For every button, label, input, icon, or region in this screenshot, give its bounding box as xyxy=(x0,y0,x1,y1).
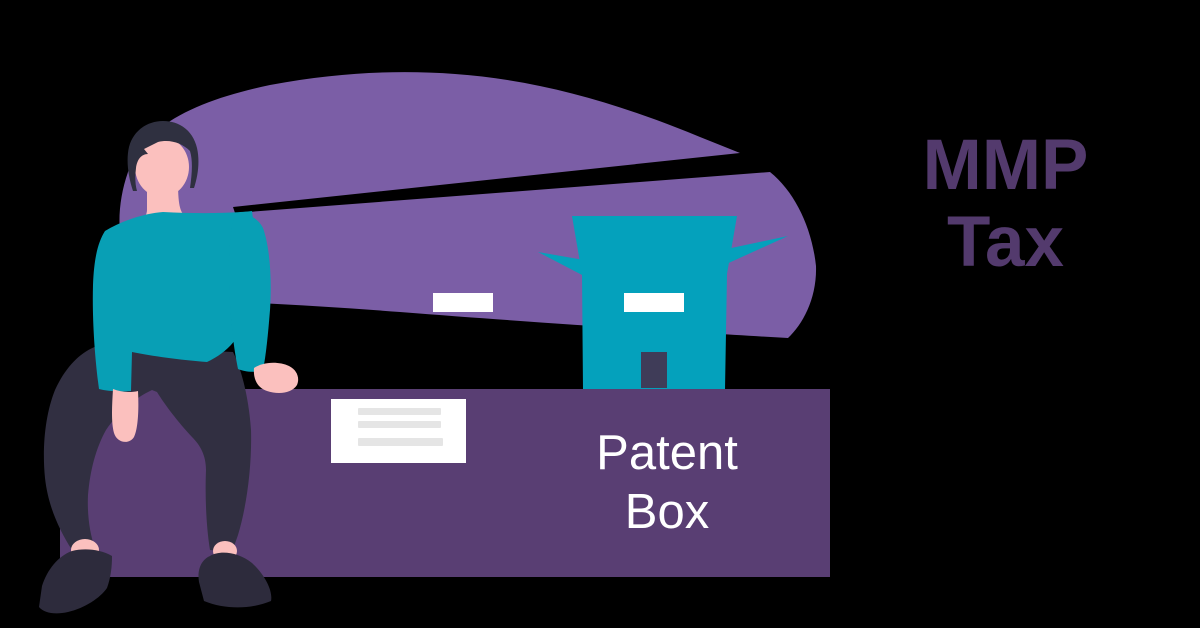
person-legs xyxy=(43,346,252,552)
building-door xyxy=(641,352,667,388)
blob-window xyxy=(433,293,493,312)
person-torso xyxy=(92,211,255,392)
person-hair xyxy=(127,121,199,191)
patent-box-label-line1: Patent xyxy=(596,426,738,480)
shipping-label-line-3 xyxy=(358,438,443,446)
patent-box-label: Patent Box xyxy=(557,424,777,542)
brand-wordmark-line1: MMP xyxy=(922,126,1089,205)
shipping-label-line-1 xyxy=(358,408,441,415)
person-left-hand xyxy=(112,389,139,442)
person-right-sleeve xyxy=(228,213,271,372)
person-face xyxy=(135,137,189,197)
building-window xyxy=(624,293,684,312)
shipping-label-line-2 xyxy=(358,421,441,428)
right-branch xyxy=(722,236,788,266)
person xyxy=(39,121,299,614)
person-right-hand xyxy=(253,362,299,393)
brand-wordmark-line2: Tax xyxy=(946,203,1065,282)
left-branch xyxy=(538,252,584,276)
patent-box-label-line2: Box xyxy=(624,485,710,539)
brand-wordmark: MMP Tax xyxy=(898,127,1113,281)
person-right-shoe xyxy=(198,552,272,608)
person-left-shoe xyxy=(39,549,112,614)
